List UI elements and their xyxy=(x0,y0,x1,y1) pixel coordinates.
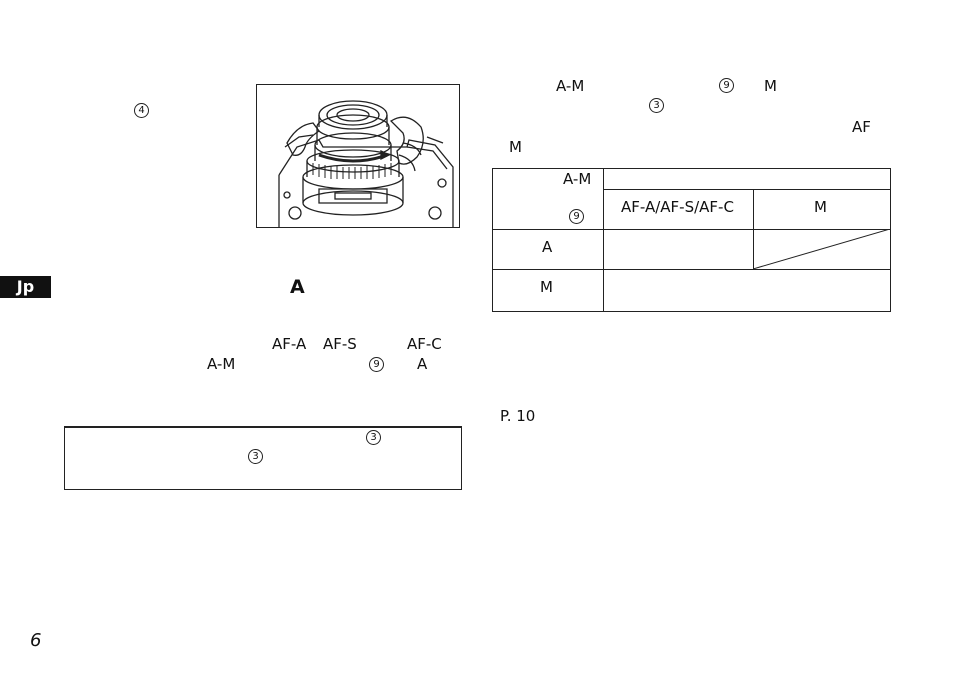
right-mode-a-m: A-M xyxy=(556,77,585,95)
right-marker-9: 9 xyxy=(719,78,734,93)
right-mode-m: M xyxy=(764,77,777,95)
note-box xyxy=(64,426,462,490)
right-marker-3: 3 xyxy=(649,98,664,113)
page-number: 6 xyxy=(30,630,42,651)
step-marker-9: 9 xyxy=(369,357,384,372)
step-marker-4: 4 xyxy=(134,103,149,118)
mode-a-m: A-M xyxy=(207,355,236,373)
diagonal-cell xyxy=(753,229,890,269)
focus-mode-table: A-M 9 AF-A/AF-S/AF-C M A M xyxy=(492,168,891,312)
note-marker-3a: 3 xyxy=(366,430,381,445)
camera-lens-drawing xyxy=(278,100,454,227)
table-col-af: AF-A/AF-S/AF-C xyxy=(621,198,734,216)
mode-af-s: AF-S xyxy=(323,335,357,353)
note-marker-3b: 3 xyxy=(248,449,263,464)
table-col-m: M xyxy=(814,198,827,216)
table-header-a-m: A-M xyxy=(563,170,592,188)
lens-mounting-illustration xyxy=(256,84,460,228)
mode-af-c: AF-C xyxy=(407,335,442,353)
mode-a: A xyxy=(417,355,428,373)
table-row-m: M xyxy=(540,278,553,296)
section-heading-a: A xyxy=(290,276,305,298)
right-mode-af: AF xyxy=(852,118,871,136)
language-tab: Jp xyxy=(0,276,51,298)
table-row-a: A xyxy=(542,238,553,256)
page-reference: P. 10 xyxy=(500,407,536,425)
mode-af-a: AF-A xyxy=(272,335,307,353)
table-header-marker-9: 9 xyxy=(569,209,584,224)
right-mode-m2: M xyxy=(509,138,522,156)
